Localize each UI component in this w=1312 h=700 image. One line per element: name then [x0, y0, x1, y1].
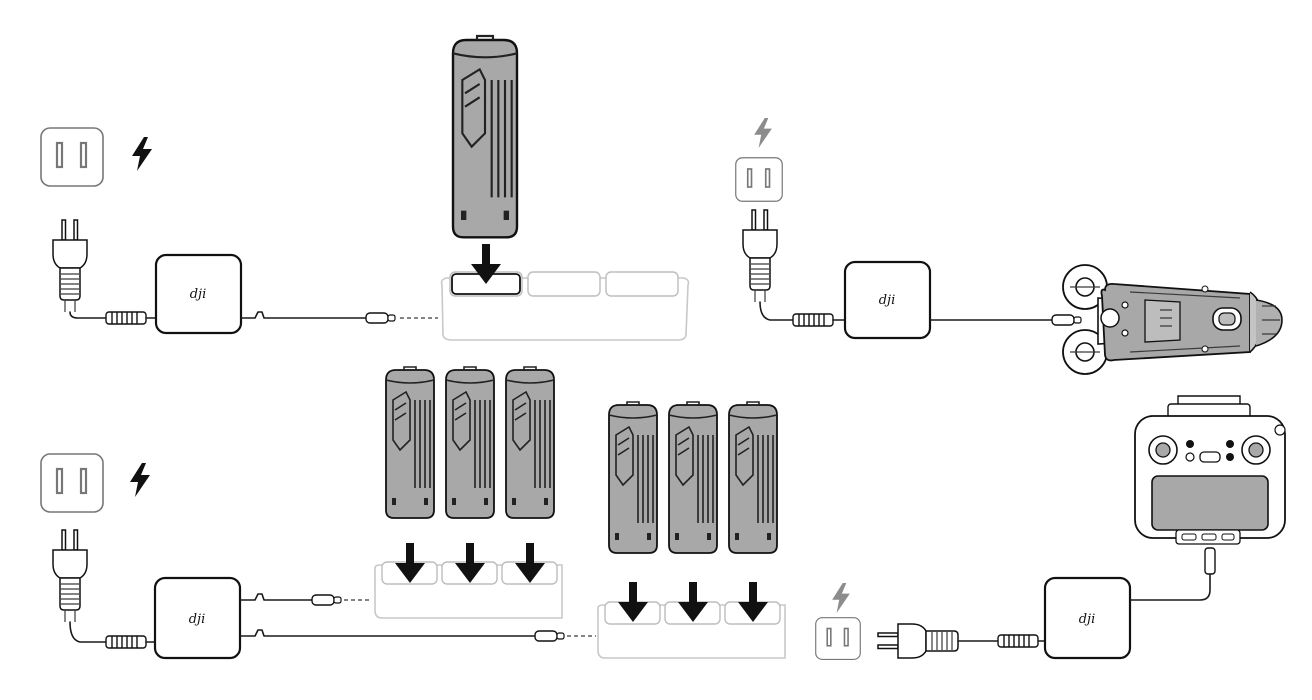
cable-relief — [105, 311, 147, 325]
wall-outlet-icon — [814, 616, 862, 661]
usb-c-cable — [240, 311, 367, 319]
intelligent-flight-battery — [608, 401, 658, 554]
scenario-aircraft-direct: dji — [734, 118, 1283, 375]
power-adapter: dji — [153, 576, 242, 660]
lightning-bolt-icon — [130, 463, 150, 497]
wall-outlet-icon — [734, 156, 784, 203]
scenario-battery-hub-dual: dji — [39, 366, 786, 660]
intelligent-flight-battery — [728, 401, 778, 554]
cable-relief — [792, 313, 834, 327]
intelligent-flight-battery — [668, 401, 718, 554]
scenario-battery-hub-single: dji — [39, 34, 690, 341]
power-adapter: dji — [154, 253, 243, 335]
battery-charging-hub — [374, 561, 563, 619]
power-cable — [69, 621, 109, 643]
power-adapter: dji — [1043, 576, 1132, 660]
power-cable — [759, 301, 796, 321]
intelligent-flight-battery — [385, 366, 435, 519]
drone-aircraft — [1062, 264, 1283, 375]
adapter-logo: dji — [190, 287, 207, 302]
remote-controller — [1134, 395, 1286, 545]
usb-c-connector — [1204, 547, 1216, 575]
usb-c-connector — [311, 594, 342, 606]
usb-c-cable — [1129, 574, 1211, 601]
lightning-bolt-icon — [754, 118, 772, 148]
intelligent-flight-battery — [451, 34, 519, 239]
battery-charging-hub — [597, 601, 786, 659]
wall-outlet-icon — [39, 452, 105, 514]
adapter-logo: dji — [1079, 612, 1096, 627]
power-plug-icon — [742, 209, 778, 303]
power-plug-icon — [877, 623, 959, 659]
intelligent-flight-battery — [445, 366, 495, 519]
lightning-bolt-icon — [832, 583, 850, 613]
usb-c-cable — [239, 629, 536, 637]
battery-charging-hub — [440, 271, 690, 341]
lightning-bolt-icon — [132, 137, 152, 171]
power-cable — [69, 311, 109, 319]
usb-c-connector — [1051, 314, 1082, 326]
power-plug-icon — [52, 529, 88, 623]
usb-c-cable — [239, 593, 313, 601]
cable-relief — [997, 634, 1039, 648]
intelligent-flight-battery — [505, 366, 555, 519]
power-adapter: dji — [843, 260, 932, 340]
usb-c-connector — [534, 630, 565, 642]
scenario-remote-controller: dji — [814, 395, 1286, 661]
power-plug-icon — [52, 219, 88, 313]
wall-outlet-icon — [39, 126, 105, 188]
adapter-logo: dji — [189, 612, 206, 627]
cable-relief — [105, 635, 147, 649]
adapter-logo: dji — [879, 293, 896, 308]
usb-c-connector — [365, 312, 396, 324]
